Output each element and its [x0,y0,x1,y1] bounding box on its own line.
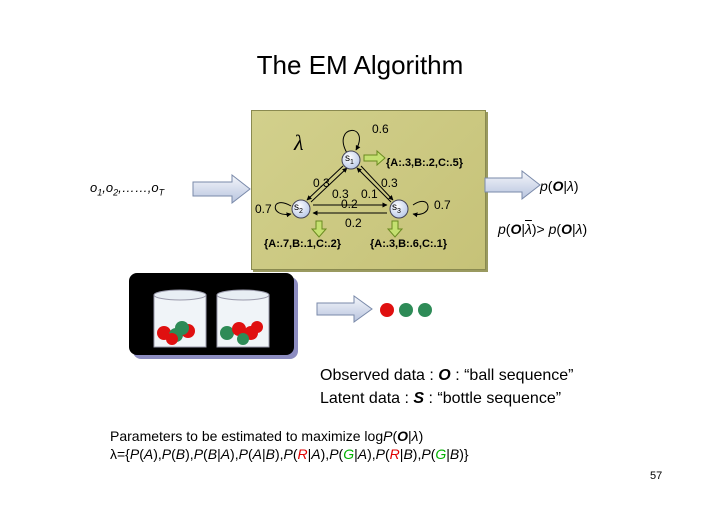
edge-s1-s3 [360,165,394,201]
emission-arrow-s3 [386,220,404,238]
edge-s3-s1 [356,167,392,203]
balls-arrow [316,295,373,323]
state-label-s3: s3 [392,202,401,215]
prob-edge-bottom-upper: 0.2 [341,197,358,211]
state-label-s1: s1 [345,153,354,166]
hmm-diagram-panel [251,110,486,270]
prob-edge-mid-b: 0.1 [361,187,378,201]
emission-s2: {A:.7,B:.1,C:.2} [264,238,342,250]
state-node-s2 [291,199,311,219]
emission-s1: {A:.3,B:.2,C:.5} [386,157,464,169]
self-prob-s1: 0.6 [372,122,389,136]
observed-balls [380,303,432,317]
state-node-s3 [389,199,409,219]
likelihood-comparison: p(O|λ)> p(O|λ) [498,221,588,237]
bottle-b [216,289,270,348]
observation-sequence: o1,o2,……,oT [90,180,165,198]
state-label-s2: s2 [294,202,303,215]
emission-s3: {A:.3,B:.6,C:.1} [370,238,448,250]
self-loop-s3 [412,200,429,218]
prob-edge-top-left: 0.3 [313,176,330,190]
edge-s2-s1 [310,167,348,203]
output-arrow [484,170,541,200]
ball-3 [418,303,432,317]
self-prob-s2: 0.7 [255,202,272,216]
emission-arrow-s1 [363,149,386,167]
ball-1 [380,303,394,317]
observed-data-line: Observed data : O : “ball sequence” [320,367,574,384]
state-node-s1 [341,150,361,170]
ball-2 [399,303,413,317]
self-prob-s3: 0.7 [434,198,451,212]
hmm-diagram [274,129,429,238]
self-loop-s1 [342,129,361,154]
self-loop-s2 [274,202,292,218]
bottle-a [153,289,207,348]
bottles-illustration [153,289,270,348]
lambda-symbol: λ [294,130,304,155]
input-arrow [192,174,251,204]
slide-title: The EM Algorithm [256,50,464,80]
emission-arrow-s2 [310,220,328,238]
page-number: 57 [650,470,663,482]
latent-data-line: Latent data : S : “bottle sequence” [320,390,562,407]
parameters-set: λ={P(A),P(B),P(B|A),P(A|B),P(R|A),P(G|A)… [110,446,469,462]
prob-edge-top-right: 0.3 [381,176,398,190]
parameters-line: Parameters to be estimated to maximize l… [110,428,424,444]
prob-edge-bottom-lower: 0.2 [345,216,362,230]
edge-s1-s2 [306,165,344,201]
output-probability: p(O|λ) [540,178,579,194]
prob-edge-mid-a: 0.3 [332,187,349,201]
